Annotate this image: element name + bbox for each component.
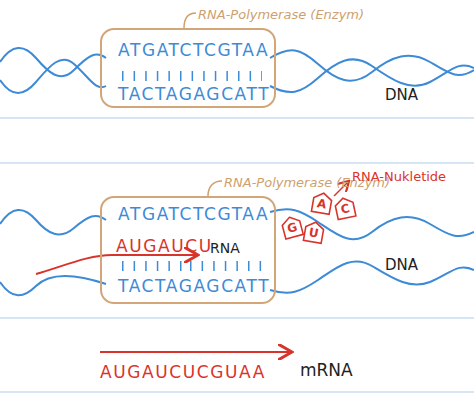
- enzyme-box: RNA-Polymerase (Enzym)ATGATCTCGTAATACTAG…: [100, 28, 276, 108]
- molecule-label: DNA: [385, 258, 418, 273]
- rna-nucleotide: A: [310, 190, 334, 215]
- paper-lines: [0, 118, 474, 392]
- molecule-label: DNA: [385, 88, 418, 103]
- dna-helix: [0, 48, 474, 295]
- rna-sequence: AUGAUCU: [116, 238, 213, 255]
- nucleotide-outline: [303, 221, 324, 244]
- paper-line: [0, 391, 474, 393]
- rna-nucleotide: G: [279, 214, 304, 240]
- paper-line: [0, 162, 474, 164]
- nucleotide-outline: [311, 192, 332, 215]
- dna-strand: [270, 209, 474, 239]
- dna-sequence: ATGATCTCGTAA: [118, 42, 269, 59]
- rna-nucleotide: C: [333, 195, 357, 221]
- base-pair-tick: [122, 71, 262, 81]
- mrna-sequence: AUGAUCUCGUAA: [100, 364, 266, 381]
- dna-sequence: ATGATCTCGTAA: [118, 206, 269, 223]
- nucleotide-outline: [281, 215, 304, 239]
- molecule-label: mRNA: [300, 362, 353, 379]
- leader-lines: [184, 13, 222, 196]
- base-pair-tick: [190, 261, 262, 271]
- enzyme-label: RNA-Polymerase (Enzym): [198, 8, 364, 21]
- mrna-arrow: [100, 351, 290, 353]
- paper-line: [0, 117, 474, 119]
- dna-strand: [270, 59, 474, 92]
- rna-nucleotide: U: [302, 219, 326, 244]
- dna-strand: [270, 261, 474, 292]
- dna-strand: [0, 48, 106, 76]
- leader-line: [184, 13, 196, 28]
- dna-strand: [0, 60, 106, 93]
- callout-label: RNA-Nukletide: [352, 170, 446, 183]
- nucleotide-outline: [334, 196, 356, 219]
- dna-sequence: TACTAGAGCATT: [118, 86, 270, 103]
- leader-line: [208, 181, 222, 196]
- base-pair-ticks: [122, 261, 190, 271]
- rna-strand-arrow: [36, 255, 196, 274]
- dna-strand: [0, 276, 106, 295]
- enzyme-box: RNA-Polymerase (Enzym)ATGATCTCGTAAAUGAUC…: [100, 196, 276, 304]
- strand-label: RNA: [210, 241, 240, 255]
- dna-strand: [0, 210, 106, 234]
- dna-sequence: TACTAGAGCATT: [118, 278, 270, 295]
- base-pair-tick: [122, 261, 190, 271]
- paper-line: [0, 317, 474, 319]
